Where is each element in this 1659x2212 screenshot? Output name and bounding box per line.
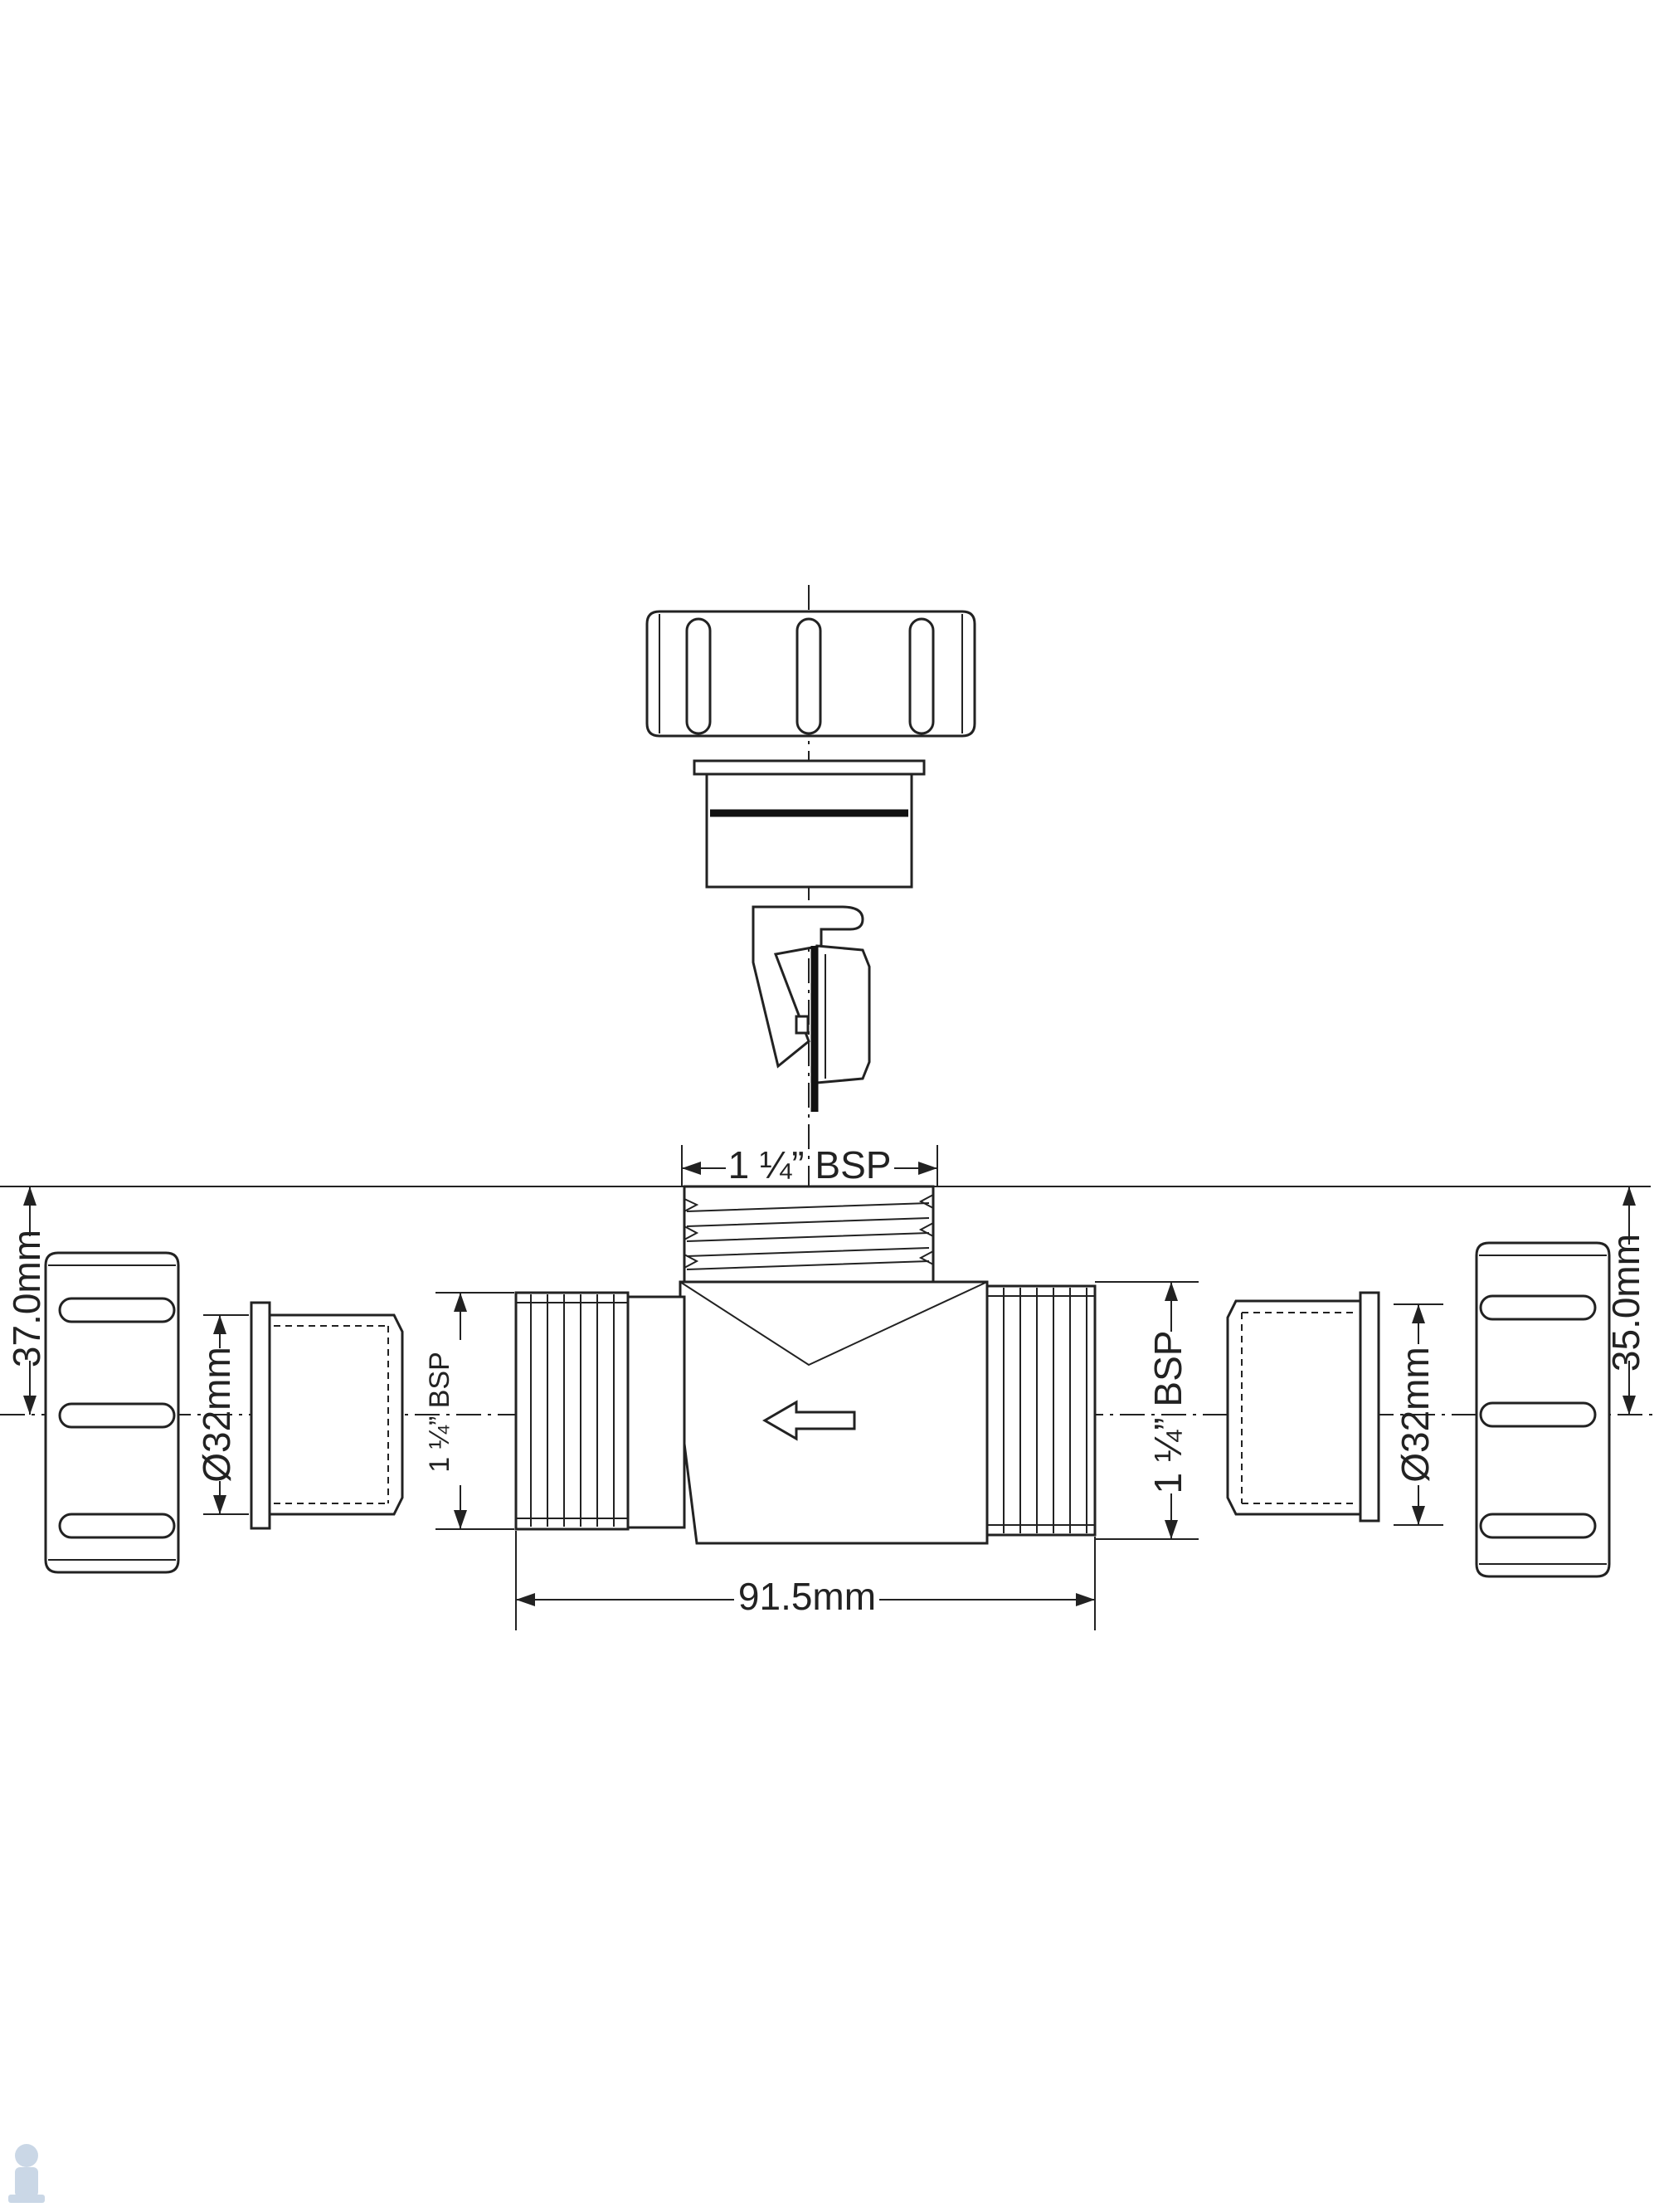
top-bsp-dimension: 1 ¼” BSP <box>681 1143 938 1186</box>
right-compression-ring <box>1226 1291 1380 1523</box>
left-height-label: 37.0mm <box>5 1230 48 1367</box>
left-diameter-label: Ø32mm <box>195 1347 238 1483</box>
tee-body <box>514 1185 1097 1545</box>
overall-length-dimension: 91.5mm <box>515 1531 1096 1630</box>
right-bsp-label: 1 ¼” BSP <box>1146 1331 1190 1494</box>
right-height-label: 35.0mm <box>1604 1234 1647 1372</box>
watermark-logo <box>8 2144 45 2203</box>
left-nut <box>44 1251 180 1574</box>
right-bsp-dimension: 1 ¼” BSP <box>1095 1281 1199 1540</box>
right-height-dimension: 35.0mm <box>1604 1186 1647 1415</box>
top-nut <box>645 610 976 738</box>
right-nut <box>1475 1241 1611 1578</box>
left-bsp-label: 1 ¼” BSP <box>424 1352 455 1473</box>
top-spigot <box>693 759 926 889</box>
left-compression-ring <box>250 1301 404 1530</box>
right-diameter-label: Ø32mm <box>1394 1347 1437 1483</box>
overall-length-label: 91.5mm <box>738 1575 876 1618</box>
right-diameter-dimension: Ø32mm <box>1394 1303 1443 1526</box>
left-diameter-dimension: Ø32mm <box>195 1314 249 1515</box>
left-bsp-dimension: 1 ¼” BSP <box>424 1292 514 1530</box>
non-return-flap <box>752 905 871 1112</box>
left-height-dimension: 37.0mm <box>5 1186 48 1415</box>
top-bsp-label: 1 ¼” BSP <box>728 1143 892 1186</box>
